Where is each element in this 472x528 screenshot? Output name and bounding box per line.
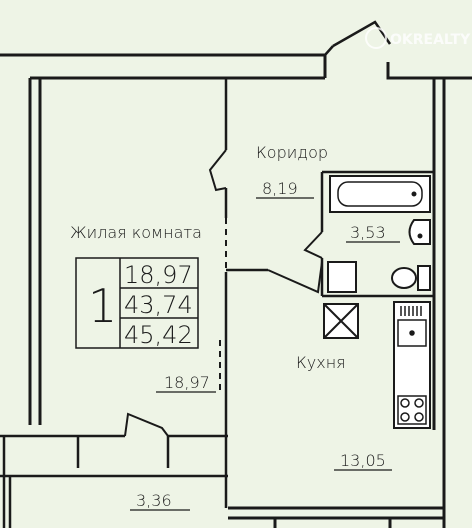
bathroom-sink	[408, 219, 431, 245]
watermark-logo-icon	[365, 27, 387, 49]
summary-total-area: 43,74	[124, 291, 193, 319]
corridor-name: Коридор	[256, 143, 328, 162]
kitchen-cabinet	[323, 303, 359, 339]
kitchen-stove	[397, 395, 427, 425]
balcony-area: 3,36	[136, 491, 172, 510]
summary-table	[75, 257, 199, 349]
balcony-door	[124, 412, 169, 437]
area-underlines	[130, 197, 400, 511]
watermark-text: OKREALTY	[390, 32, 471, 48]
living-room-name: Жилая комната	[70, 223, 202, 242]
kitchen-sink	[397, 306, 427, 347]
toilet	[391, 265, 431, 291]
corridor-door	[208, 149, 227, 192]
outer-walls	[0, 53, 472, 528]
kitchen-area: 13,05	[340, 451, 386, 470]
washing-machine	[327, 261, 357, 293]
bathroom-area: 3,53	[350, 223, 386, 242]
rooms-count: 1	[88, 279, 117, 333]
bathroom-door	[303, 231, 323, 259]
balcony	[0, 434, 228, 528]
bathtub	[329, 175, 431, 213]
living-room-area: 18,97	[164, 373, 210, 392]
kitchen-name: Кухня	[296, 353, 346, 372]
summary-living-area: 18,97	[124, 261, 193, 289]
watermark: OKREALTY	[365, 27, 471, 49]
corridor-area: 8,19	[262, 179, 298, 198]
summary-total-area-with-balcony: 45,42	[124, 321, 193, 349]
kitchen-counter	[393, 301, 431, 429]
kitchen-door	[267, 261, 323, 294]
